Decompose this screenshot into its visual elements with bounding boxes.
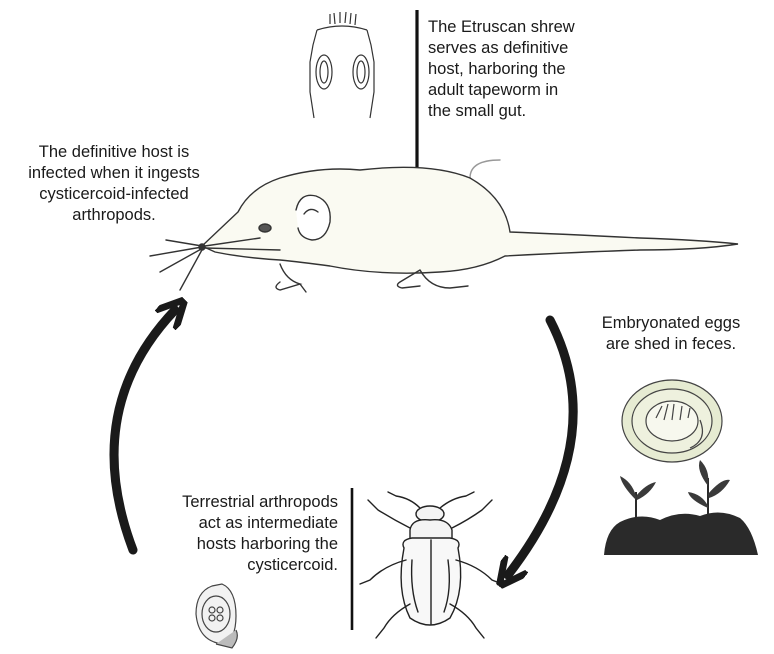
cysticercoid-illustration xyxy=(195,583,238,649)
label-line: the small gut. xyxy=(428,102,527,120)
label-line: arthropods. xyxy=(72,206,156,224)
definitive-host-role-label: The Etruscan shrew serves as definitive … xyxy=(428,17,575,122)
cycle-arrow-icon xyxy=(109,310,578,575)
egg-illustration xyxy=(621,379,723,463)
scolex-illustration xyxy=(309,11,375,119)
label-line: cysticercoid-infected xyxy=(39,185,189,203)
label-line: infected when it ingests xyxy=(28,164,200,182)
beetle-illustration xyxy=(359,491,503,639)
plant-soil-illustration xyxy=(604,460,758,555)
label-line: hosts harboring the xyxy=(196,535,338,553)
infection-route-label: The definitive host is infected when it … xyxy=(6,142,222,226)
label-line: cysticercoid. xyxy=(247,556,338,574)
shrew-illustration xyxy=(149,159,739,293)
label-line: are shed in feces. xyxy=(605,335,737,353)
egg-shedding-label: Embryonated eggs are shed in feces. xyxy=(582,313,760,355)
label-line: Terrestrial arthropods xyxy=(182,493,338,511)
label-line: host, harboring the xyxy=(428,60,566,78)
label-line: Embryonated eggs xyxy=(601,314,741,332)
label-line: act as intermediate xyxy=(198,514,338,532)
label-line: adult tapeworm in xyxy=(428,81,559,99)
label-line: The Etruscan shrew xyxy=(428,18,575,36)
label-line: serves as definitive xyxy=(428,39,569,57)
intermediate-host-label: Terrestrial arthropods act as intermedia… xyxy=(146,492,338,576)
label-line: The definitive host is xyxy=(38,143,190,161)
